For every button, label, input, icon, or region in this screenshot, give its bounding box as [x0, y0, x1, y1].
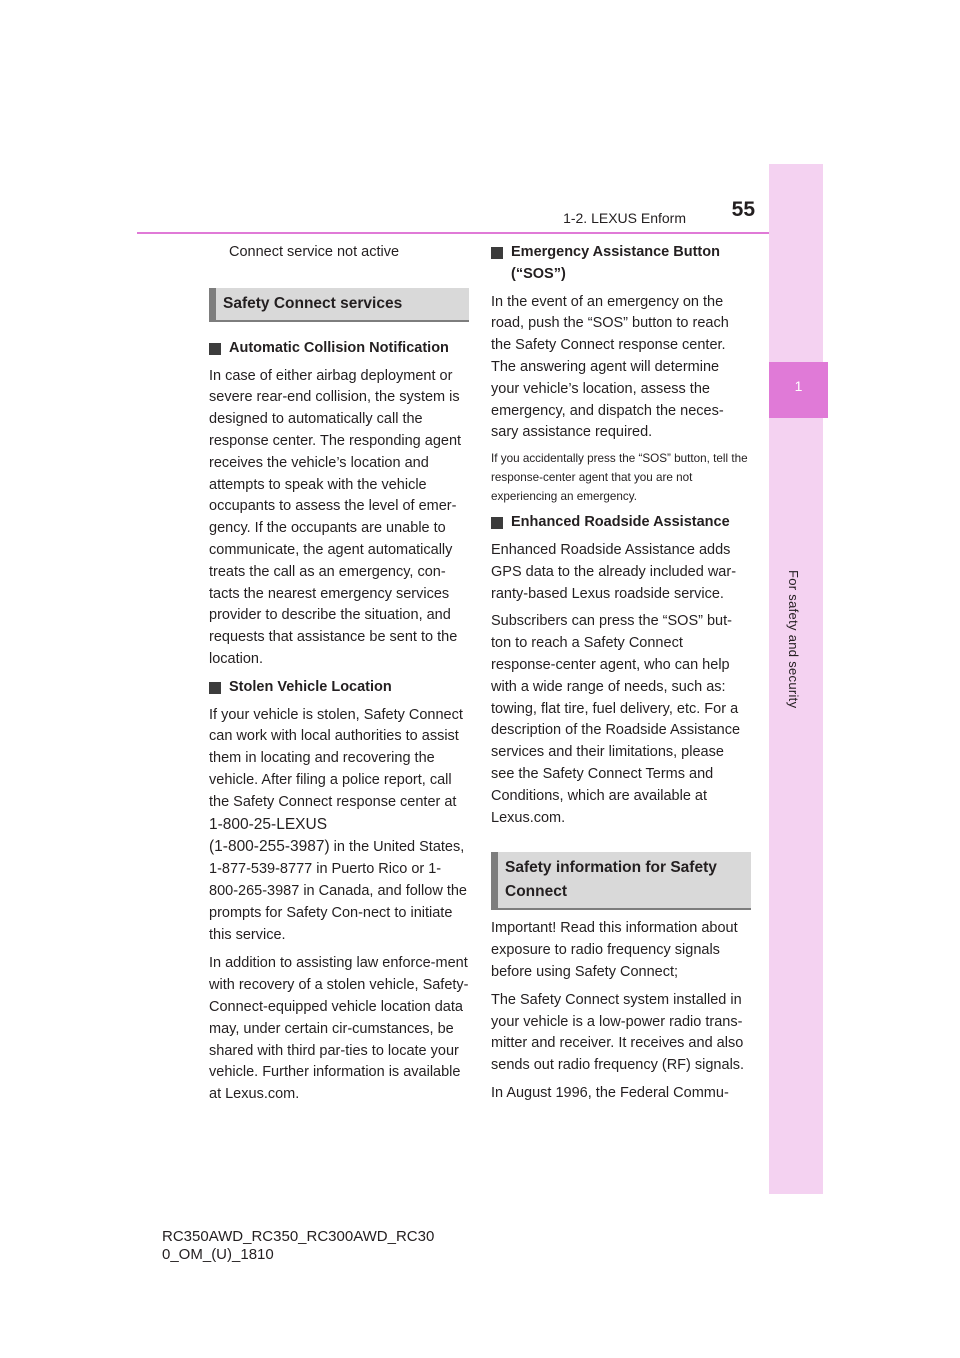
- section-title: 1-2. LEXUS Enform: [563, 210, 686, 226]
- paragraph-text: If your vehicle is stolen, Safety Connec…: [209, 706, 463, 810]
- chapter-number: 1: [794, 378, 803, 394]
- paragraph-system: The Safety Connect system installed in y…: [491, 991, 745, 1074]
- phone-number-digits: (1-800-255-3987): [209, 838, 330, 856]
- subheading-text: Emergency Assistance Button (“SOS”): [511, 244, 720, 282]
- subheading-stolen-vehicle: Stolen Vehicle Location: [209, 677, 469, 699]
- paragraph-important: Important! Read this information about e…: [491, 920, 738, 980]
- chapter-title: For safety and security: [786, 570, 810, 780]
- phone-number-lexus: 1-800-25-LEXUS: [209, 815, 328, 833]
- square-bullet-icon: [491, 247, 503, 259]
- paragraph-law-enforcement: In addition to assisting law enforce-men…: [209, 955, 469, 1103]
- paragraph-emergency: In the event of an emergency on the road…: [491, 293, 729, 441]
- square-bullet-icon: [209, 681, 221, 694]
- header-divider: [137, 232, 770, 234]
- subheading-text: Enhanced Roadside Assistance: [511, 514, 730, 531]
- page-header: 1-2. LEXUS Enform 55: [0, 0, 960, 240]
- footer-line: RC350AWD_RC350_RC300AWD_RC30: [162, 1228, 435, 1245]
- section-band-safety-connect-services: Safety Connect services: [209, 287, 469, 322]
- section-band-safety-information: Safety information for Safety Connect: [491, 852, 751, 911]
- subheading-text: Stolen Vehicle Location: [229, 678, 392, 695]
- footer-line: 0_OM_(U)_1810: [162, 1246, 274, 1263]
- subheading-emergency-button: Emergency Assistance Button (“SOS”): [491, 242, 751, 286]
- paragraph-text: in the United States, 1-877-539-8777 in …: [209, 839, 467, 943]
- right-column: Emergency Assistance Button (“SOS”) In t…: [491, 240, 751, 1105]
- left-column: Connect service not active Safety Connec…: [209, 240, 469, 1106]
- chapter-marker: [769, 362, 828, 418]
- subheading-automatic-collision: Automatic Collision Notification: [209, 338, 469, 360]
- intro-text: Connect service not active: [229, 244, 400, 260]
- square-bullet-icon: [491, 517, 503, 530]
- paragraph-august: In August 1996, the Federal Commu-: [491, 1084, 729, 1101]
- paragraph-roadside-intro: Enhanced Roadside Assistance adds GPS da…: [491, 541, 737, 602]
- square-bullet-icon: [209, 342, 221, 355]
- subheading-text: Automatic Collision Notification: [229, 339, 449, 356]
- chapter-title-text: For safety and security: [786, 570, 801, 709]
- chapter-side-tab: [769, 164, 823, 1194]
- footer-model-code: RC350AWD_RC350_RC300AWD_RC30 0_OM_(U)_18…: [162, 1228, 434, 1264]
- paragraph-stolen-vehicle: If your vehicle is stolen, Safety Connec…: [209, 705, 469, 947]
- paragraph-collision: In case of either airbag deployment or s…: [209, 367, 462, 667]
- paragraph-roadside-subscribers: Subscribers can press the “SOS” but-ton …: [491, 613, 741, 826]
- note-accidental-sos: If you accidentally press the “SOS” butt…: [491, 452, 748, 504]
- page-number: 55: [731, 198, 755, 221]
- subheading-roadside: Enhanced Roadside Assistance: [491, 512, 751, 534]
